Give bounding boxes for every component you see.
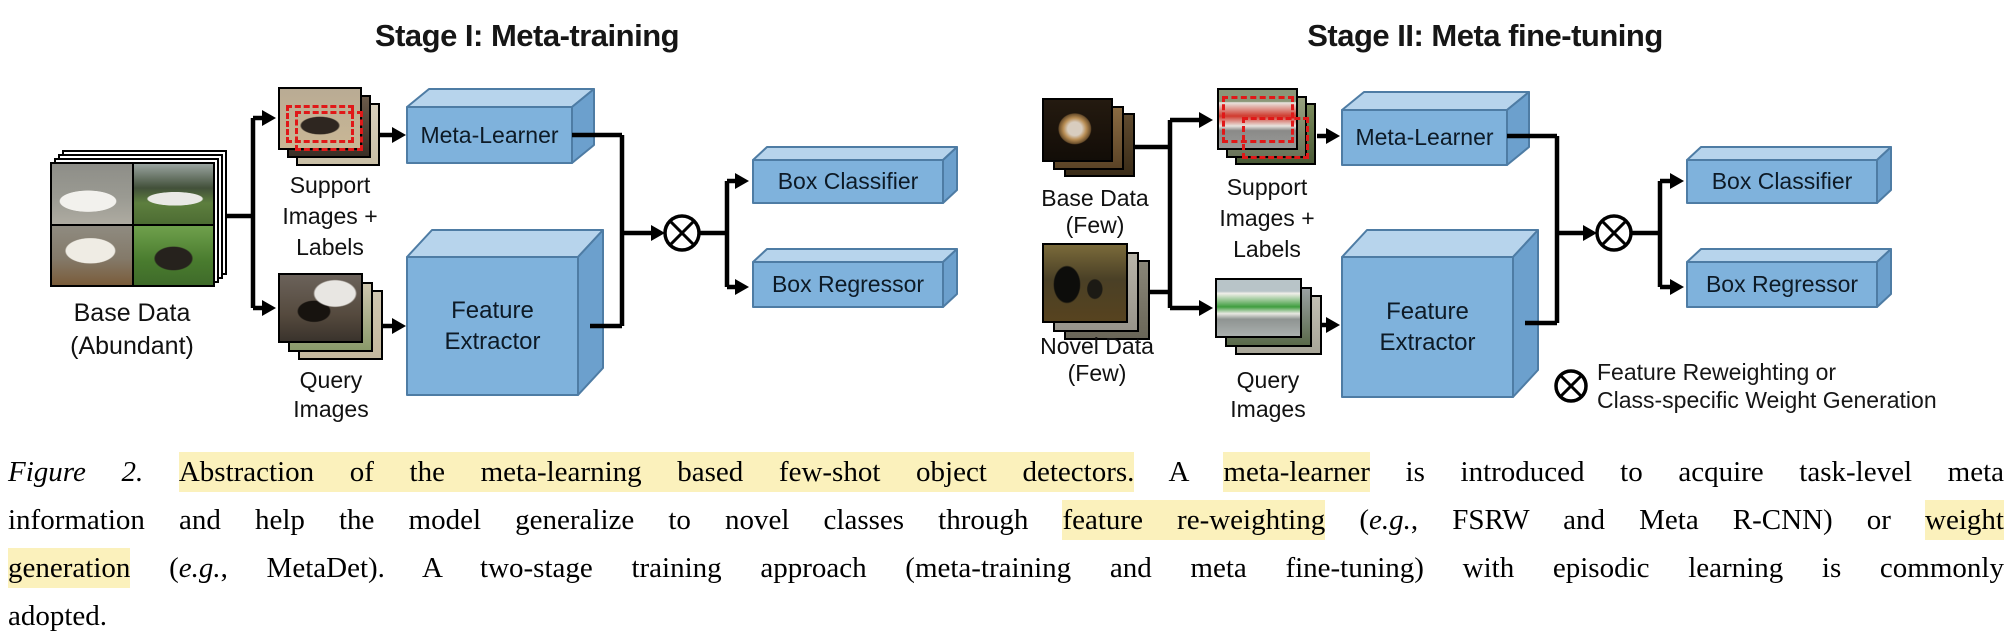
base-data-collage [50,162,215,287]
caption-highlighted-text: weight [1925,500,2004,540]
stage1-box-classifier-box: Box Classifier [777,168,919,194]
arrow-head [262,110,276,126]
arrow-head [735,173,749,189]
box3d-front-face [752,159,944,204]
box3d-top-face [1686,248,1892,263]
photo-white-cat [52,225,132,285]
multiply-operator-icon [663,214,701,252]
photo-dog-grass [133,225,213,285]
stage2-box-regressor-box: Box Regressor [1705,271,1859,297]
arrow-head [1199,300,1213,316]
stage1-base-data-label: Base Data (Abundant) [70,299,194,360]
caption-text: ( [130,552,179,584]
caption-text: adopted. [8,600,108,632]
stage2-novel-data-label: Novel Data (Few) [1040,333,1154,386]
arrow-head [392,318,406,334]
box3d-top-face [1341,229,1539,258]
box3d-front-face [406,106,573,164]
arrow-head [392,127,406,143]
arrow-head [1326,317,1340,333]
arrow-head [262,300,276,316]
photo-query-cat-ball [278,273,363,343]
caption-text: Figure 2. [8,456,179,488]
box3d-top-face [406,229,604,258]
box3d-side-face [1512,229,1539,398]
support-annotation-box [1222,96,1294,143]
caption-text: , FSRW and Meta R-CNN) or [1410,504,1926,536]
stage1-meta-learner-box: Meta-Learner [420,121,559,148]
box3d-top-face [752,146,958,161]
stage2-box-classifier-box: Box Classifier [1711,168,1853,194]
support-annotation-box [295,111,363,151]
box3d-front-face [752,261,944,308]
box3d-front-face [1686,159,1878,204]
arrow-head [651,225,665,241]
caption-line: generation (e.g., MetaDet). A two-stage … [8,544,2004,592]
photo-base-cat [1042,98,1113,162]
caption-text: , MetaDet). A two-stage training approac… [220,552,2004,584]
caption-text: A [1134,456,1224,488]
stage1-feature-extractor-box: Feature Extractor [444,297,541,355]
box3d-top-face [1341,91,1530,111]
caption-highlighted-text: meta-learner [1223,452,1370,492]
stage1-support-label: Support Images + Labels [282,172,378,260]
box3d-top-face [1686,146,1892,161]
caption-text: e.g. [178,552,221,584]
caption-text: ( [1325,504,1369,536]
box3d-top-face [406,88,595,108]
stage2-query-label: Query Images [1230,367,1306,422]
operator-legend-text: Feature Reweighting or Class-specific We… [1597,359,1937,413]
caption-line: Figure 2. Abstraction of the meta-learni… [8,448,2004,496]
legend-multiply-operator-icon [1554,369,1588,403]
caption-text: information and help the model generaliz… [8,504,1063,536]
box3d-front-face [1686,261,1878,308]
stage2-support-label: Support Images + Labels [1219,174,1315,262]
box3d-side-face [577,229,604,396]
arrow-head [1326,128,1340,144]
stage1-box-regressor-box: Box Regressor [771,271,925,297]
arrow-head [1670,173,1684,189]
stage2-meta-learner-box: Meta-Learner [1355,124,1494,150]
arrow-head [1583,225,1597,241]
support-annotation-box [286,105,354,143]
photo-police-car [52,164,132,224]
stage2-feature-extractor-box: Feature Extractor [1379,298,1476,356]
stage1-query-label: Query Images [293,367,369,422]
arrow-head [1199,112,1213,128]
caption-highlighted-text: generation [8,548,131,588]
diagram-connectors-and-boxes [225,88,1892,403]
photo-novel-cows [1042,243,1128,323]
caption-line: information and help the model generaliz… [8,496,2004,544]
arrow-head [735,279,749,295]
caption-highlighted-text: feature re-weighting [1062,500,1326,540]
figure-caption: Figure 2. Abstraction of the meta-learni… [8,448,2004,640]
caption-text: is introduced to acquire task-level meta [1369,456,2005,488]
caption-line: adopted. [8,592,2004,640]
photo-support-dog [278,87,362,150]
box3d-front-face [1341,256,1514,398]
stage1-title: Stage I: Meta-training [374,18,680,53]
stage2-base-data-label: Base Data (Few) [1041,185,1149,238]
stage2-title: Stage II: Meta fine-tuning [1307,18,1663,53]
photo-query-bus-green [1215,278,1302,338]
box3d-top-face [752,248,958,263]
caption-text: e.g. [1368,504,1411,536]
photo-airplane [133,164,213,224]
box3d-front-face [406,256,579,396]
multiply-operator-icon [1595,214,1633,252]
support-annotation-box [1242,117,1309,159]
arrow-head [1670,279,1684,295]
caption-highlighted-text: Abstraction of the meta-learning based f… [178,452,1135,492]
